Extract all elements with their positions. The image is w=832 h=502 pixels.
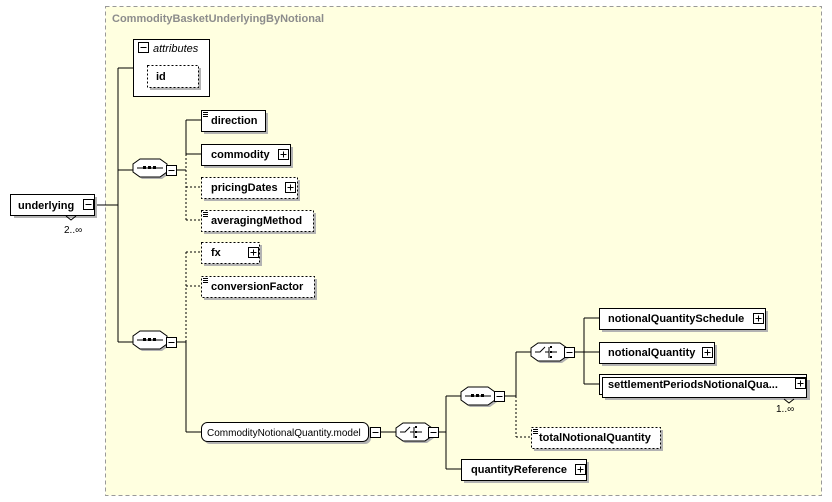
element-fx-label: fx — [211, 247, 222, 259]
element-quantity-reference[interactable]: quantityReference — [461, 459, 590, 484]
element-averaging-method[interactable]: averagingMethod — [201, 210, 317, 235]
choice-2-collapse-icon[interactable] — [564, 347, 575, 358]
element-total-notional-quantity[interactable]: totalNotionalQuantity — [531, 427, 664, 452]
element-direction[interactable]: direction — [201, 110, 269, 135]
element-pricing-dates-label: pricingDates — [211, 182, 278, 194]
sequence-compositor-1[interactable] — [132, 158, 177, 179]
element-notional-quantity[interactable]: notionalQuantity — [599, 342, 718, 367]
choice-1-collapse-icon[interactable] — [428, 427, 439, 438]
element-notional-quantity-label: notionalQuantity — [608, 347, 696, 359]
sequence-compositor-2[interactable] — [132, 330, 177, 351]
choice-compositor-icon — [535, 346, 557, 358]
connectors — [96, 67, 599, 470]
root-element-underlying[interactable]: underlying 2..∞ — [10, 194, 98, 237]
element-fx[interactable]: fx — [201, 242, 263, 267]
group-commodity-notional-quantity-model[interactable]: CommodityNotionalQuantity.model — [201, 422, 381, 445]
choice-compositor-1[interactable] — [395, 422, 439, 443]
sequence-compositor-3[interactable] — [460, 386, 505, 407]
element-pricing-dates[interactable]: pricingDates — [201, 177, 301, 202]
commodity-expand-icon[interactable] — [278, 149, 289, 160]
attributes-group: attributes id — [133, 39, 210, 97]
element-notional-quantity-schedule[interactable]: notionalQuantitySchedule — [599, 308, 769, 333]
sequence-compositor-icon — [465, 394, 491, 397]
settlement-periods-expand-icon[interactable] — [795, 378, 806, 389]
choice-compositor-icon — [400, 426, 422, 438]
model-collapse-icon[interactable] — [370, 427, 381, 438]
notional-quantity-schedule-expand-icon[interactable] — [753, 313, 764, 324]
element-direction-label: direction — [211, 115, 258, 127]
sequence-compositor-icon — [137, 338, 163, 341]
element-commodity[interactable]: commodity — [201, 144, 294, 169]
pricing-dates-expand-icon[interactable] — [285, 182, 296, 193]
root-cardinality: 2..∞ — [64, 225, 82, 236]
attribute-id[interactable]: id — [147, 65, 202, 91]
attributes-header: attributes — [153, 43, 199, 55]
element-conversion-factor-label: conversionFactor — [211, 281, 304, 293]
element-total-notional-quantity-label: totalNotionalQuantity — [539, 432, 652, 444]
settlement-periods-cardinality: 1..∞ — [776, 404, 794, 415]
quantity-reference-expand-icon[interactable] — [575, 464, 586, 475]
root-element-label: underlying — [18, 200, 74, 212]
container-title: CommodityBasketUnderlyingByNotional — [112, 13, 324, 25]
element-averaging-method-label: averagingMethod — [211, 215, 302, 227]
sequence-1-collapse-icon[interactable] — [166, 165, 177, 176]
sequence-compositor-icon — [137, 166, 163, 169]
attribute-id-label: id — [156, 71, 166, 83]
element-quantity-reference-label: quantityReference — [471, 464, 567, 476]
sequence-3-collapse-icon[interactable] — [494, 391, 505, 402]
root-collapse-icon[interactable] — [83, 199, 94, 210]
element-conversion-factor[interactable]: conversionFactor — [201, 276, 318, 301]
notional-quantity-expand-icon[interactable] — [702, 347, 713, 358]
element-commodity-label: commodity — [211, 149, 271, 161]
group-model-label: CommodityNotionalQuantity.model — [207, 428, 361, 439]
element-settlement-periods-label: settlementPeriodsNotionalQua... — [608, 379, 778, 391]
element-settlement-periods-notional-quantity[interactable]: settlementPeriodsNotionalQua... 1..∞ — [599, 374, 811, 416]
element-notional-quantity-schedule-label: notionalQuantitySchedule — [608, 313, 744, 325]
sequence-2-collapse-icon[interactable] — [166, 337, 177, 348]
attributes-collapse-icon[interactable] — [138, 42, 149, 53]
fx-expand-icon[interactable] — [248, 247, 259, 258]
choice-compositor-2[interactable] — [530, 342, 575, 363]
